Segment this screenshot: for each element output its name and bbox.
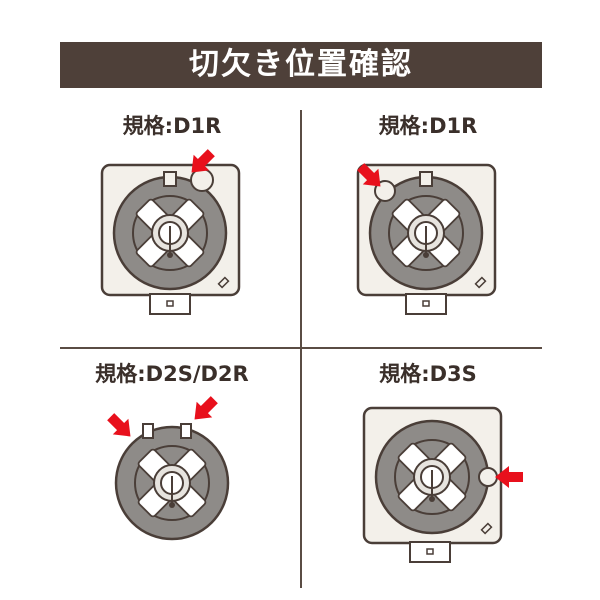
notch-arrow-icon bbox=[102, 408, 139, 445]
panel-label-bottom-left: 規格:D2S/D2R bbox=[95, 362, 249, 386]
panel-label-top-left: 規格:D1R bbox=[122, 114, 222, 138]
notch-arrow-icon bbox=[186, 391, 223, 428]
bulb-d3s bbox=[362, 406, 523, 563]
bulb-d1r-left bbox=[100, 144, 241, 315]
bulb-d2s-d2r bbox=[102, 391, 230, 541]
vertical-divider bbox=[300, 110, 302, 588]
horizontal-divider bbox=[60, 347, 542, 349]
panel-label-top-right: 規格:D1R bbox=[378, 114, 478, 138]
title-banner: 切欠き位置確認 bbox=[60, 42, 542, 88]
panel-label-bottom-right: 規格:D3S bbox=[379, 362, 477, 386]
bulb-d1r-right bbox=[352, 158, 497, 315]
